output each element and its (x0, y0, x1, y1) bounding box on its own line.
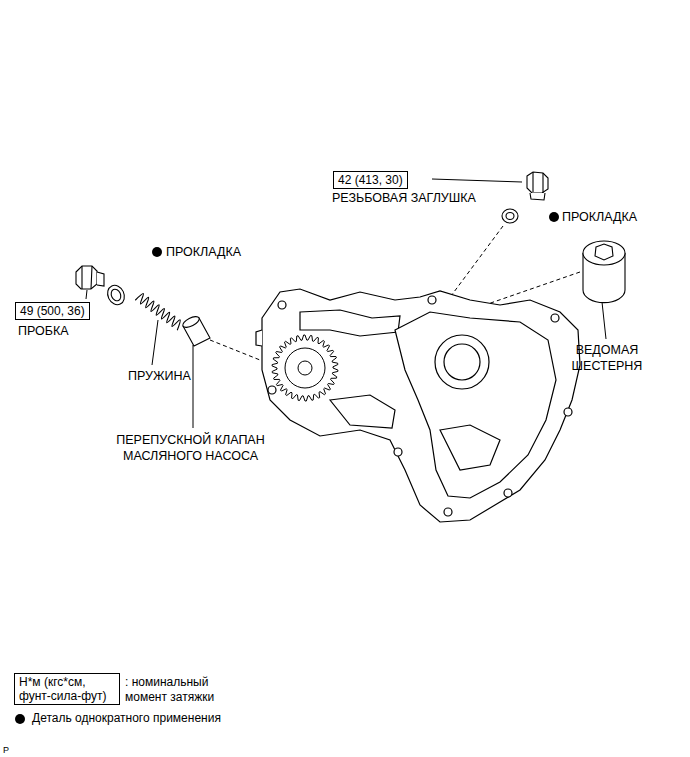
part-name: ПРОКЛАДКА (166, 244, 241, 260)
timing-cover-housing (256, 289, 580, 522)
threaded-plug (527, 172, 548, 200)
plug (82, 266, 92, 289)
part-name: РЕЗЬБОВАЯ ЗАГЛУШКА (332, 191, 476, 205)
threaded-plug (527, 172, 548, 193)
driven-gear (583, 241, 625, 265)
drive-gear (298, 361, 312, 375)
plug (76, 266, 104, 289)
part-name: ПРОБКА (18, 323, 69, 339)
part-name: РЕЗЬБОВАЯ ЗАГЛУШКА (332, 190, 476, 206)
part-name: ПЕРЕПУСКНОЙ КЛАПАН МАСЛЯНОГО НАСОСА (116, 433, 264, 463)
plug (76, 266, 97, 289)
gasket-ring (109, 288, 122, 303)
drive-gear (272, 335, 338, 401)
legend-torque-box: Н*м (кгс*см, фунт-сила-фут) (14, 673, 120, 705)
gasket-ring (506, 213, 514, 220)
timing-cover-housing (268, 386, 276, 394)
timing-cover-housing (428, 296, 436, 304)
timing-cover-housing (394, 448, 402, 456)
timing-cover-housing (262, 289, 580, 522)
torque-spec-box: 42 (413, 30) (333, 171, 408, 189)
timing-cover-housing (395, 312, 556, 498)
single-use-mark (549, 212, 559, 222)
relief-valve (181, 314, 201, 329)
gasket-ring (105, 209, 518, 307)
torque-spec-box: 49 (500, 36) (15, 302, 90, 320)
dashed-leader (448, 226, 503, 300)
part-name: ПРОКЛАДКА (562, 209, 637, 225)
spring (135, 294, 180, 331)
timing-cover-housing (278, 301, 286, 309)
leader-line (193, 345, 194, 428)
legend-entry: Деталь однократного применения (32, 711, 221, 726)
part-name: ПРУЖИНА (128, 368, 191, 384)
part-name: ПРОКЛАДКА (166, 245, 241, 259)
legend-text: : номинальный момент затяжки (125, 675, 214, 704)
timing-cover-housing (300, 310, 400, 336)
timing-cover-housing (435, 335, 489, 389)
plug (97, 272, 104, 286)
figure-code: P (3, 745, 9, 755)
driven-gear (583, 241, 625, 303)
driven-gear (595, 244, 613, 260)
gasket-ring (105, 283, 128, 308)
drive-gear (285, 348, 325, 388)
threaded-plug (533, 172, 543, 193)
timing-cover-housing (330, 395, 395, 428)
timing-cover-housing (440, 425, 500, 470)
part-name: ПЕРЕПУСКНОЙ КЛАПАН МАСЛЯНОГО НАСОСА (103, 432, 278, 464)
spring (135, 294, 180, 331)
legend-entry: : номинальный момент затяжки (125, 675, 250, 705)
relief-valve (181, 314, 210, 346)
torque-value: 42 (413, 30) (338, 173, 403, 187)
torque-value: Н*м (кгс*см, фунт-сила-фут) (19, 675, 115, 703)
timing-cover-housing (444, 508, 452, 516)
torque-value: 49 (500, 36) (20, 304, 85, 318)
part-name: ПРОБКА (18, 324, 69, 338)
timing-cover-housing (256, 330, 262, 346)
timing-cover-housing (564, 408, 572, 416)
threaded-plug (530, 193, 545, 200)
leader-line (432, 179, 522, 182)
figure-code: P (3, 742, 9, 757)
gasket-ring (502, 209, 518, 223)
legend-text: Деталь однократного применения (32, 711, 221, 725)
timing-cover-housing (444, 344, 480, 380)
leader-line (602, 302, 606, 339)
timing-cover-housing (504, 489, 512, 497)
drive-gear (272, 335, 338, 401)
part-name: ВЕДОМАЯ ШЕСТЕРНЯ (572, 343, 643, 373)
part-name: ПРОКЛАДКА (562, 210, 637, 224)
single-use-mark (152, 247, 162, 257)
leader-line (86, 290, 87, 299)
part-name: ПРУЖИНА (128, 369, 191, 383)
leader-line (152, 320, 158, 365)
part-name: ВЕДОМАЯ ШЕСТЕРНЯ (557, 342, 657, 374)
timing-cover-housing (551, 314, 559, 322)
single-use-mark (15, 714, 25, 724)
